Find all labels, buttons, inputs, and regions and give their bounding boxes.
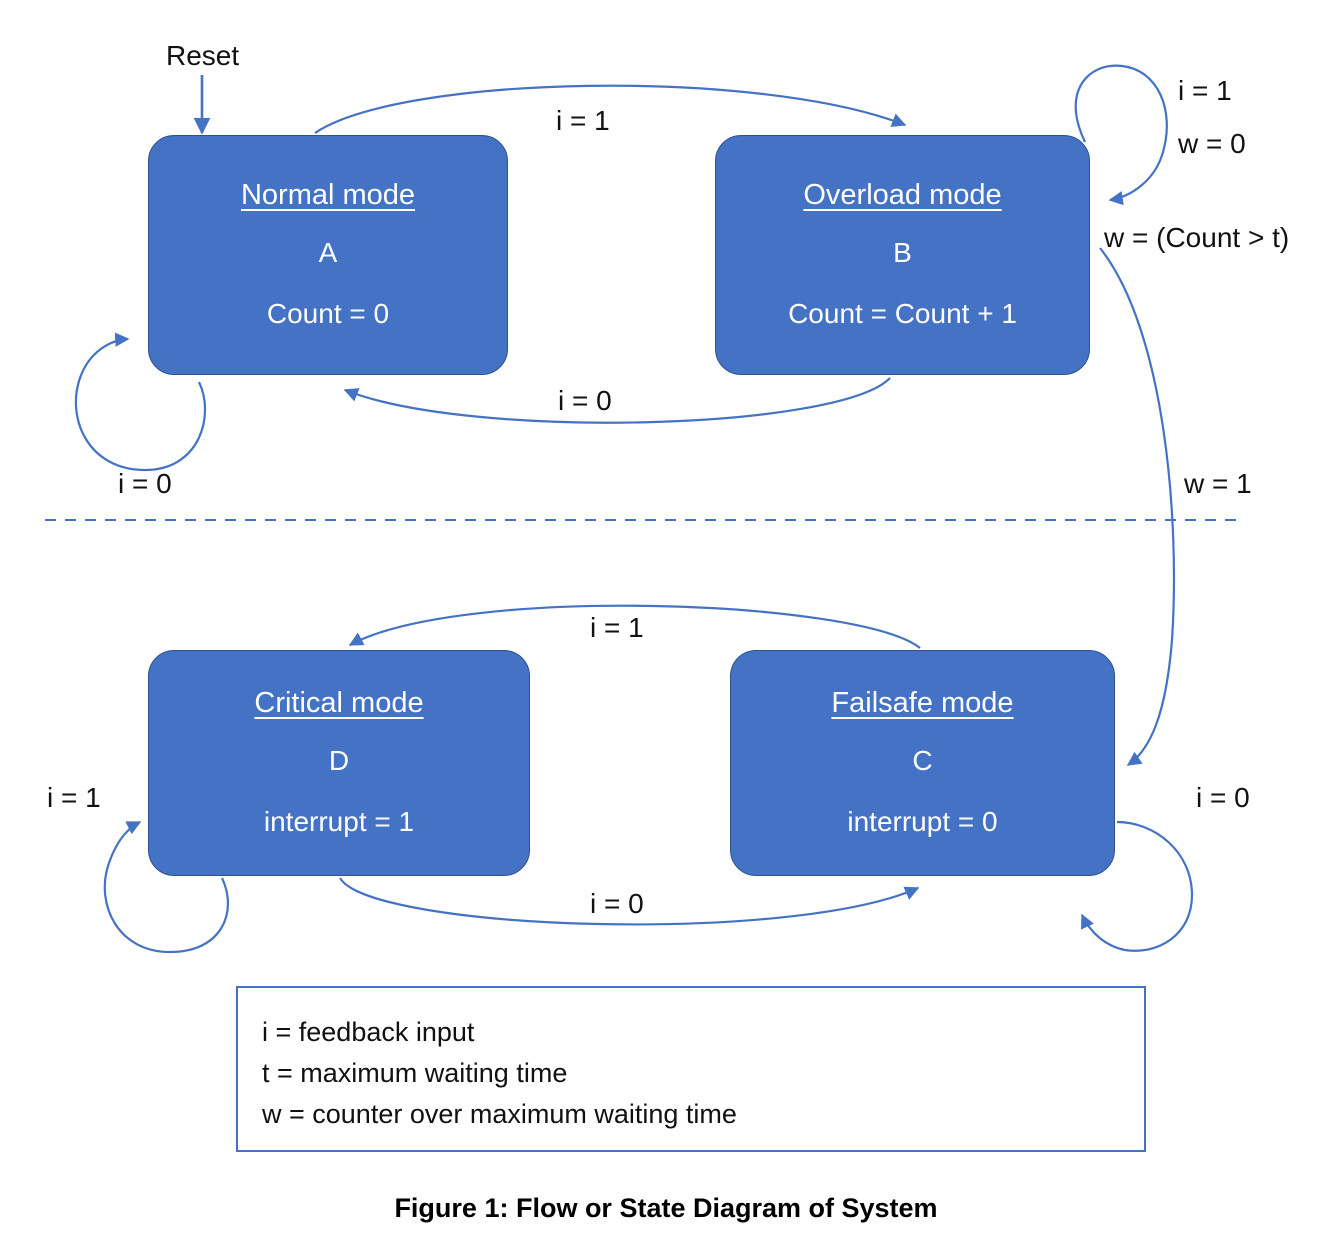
state-node-normal-mode[interactable]: Normal mode A Count = 0: [148, 135, 508, 375]
state-node-failsafe-mode[interactable]: Failsafe mode C interrupt = 0: [730, 650, 1115, 876]
legend-box: i = feedback input t = maximum waiting t…: [236, 986, 1146, 1152]
edge-label-b-to-a: i = 0: [558, 385, 612, 416]
state-action: interrupt = 0: [847, 805, 998, 837]
edge-label-reset: Reset: [166, 40, 240, 71]
edge-label-b-self-i: i = 1: [1178, 75, 1232, 106]
figure-caption: Figure 1: Flow or State Diagram of Syste…: [394, 1193, 938, 1223]
state-letter: C: [912, 745, 933, 777]
edge-label-c-to-d: i = 1: [590, 612, 644, 643]
edge-label-c-self: i = 0: [1196, 782, 1250, 813]
legend-line: w = counter over maximum waiting time: [262, 1099, 737, 1130]
state-action: Count = 0: [266, 297, 390, 329]
edge-label-b-to-c: w = 1: [1184, 468, 1252, 499]
state-title: Overload mode: [803, 179, 1002, 212]
edge-b-to-a: [343, 377, 891, 424]
state-letter: D: [328, 745, 350, 777]
legend-line: i = feedback input: [262, 1017, 475, 1047]
state-letter: A: [318, 237, 338, 269]
legend-line: t = maximum waiting time: [262, 1058, 568, 1089]
edge-label-d-to-c: i = 0: [590, 888, 644, 919]
state-action: interrupt = 1: [263, 805, 415, 837]
state-action: Count = Count + 1: [788, 297, 1017, 329]
state-title: Critical mode: [254, 687, 424, 720]
state-letter: B: [893, 237, 912, 269]
edge-label-b-condition: w = (Count > t): [1104, 222, 1290, 253]
edge-label-b-self-w: w = 0: [1178, 128, 1246, 159]
state-title: Failsafe mode: [831, 687, 1014, 720]
edge-label-a-self: i = 0: [118, 468, 172, 499]
edge-label-d-self: i = 1: [47, 782, 101, 813]
state-title: Normal mode: [240, 179, 416, 212]
state-node-critical-mode[interactable]: Critical mode D interrupt = 1: [148, 650, 530, 876]
edge-a-to-b: [314, 84, 907, 134]
edge-label-a-to-b: i = 1: [556, 105, 610, 136]
state-node-overload-mode[interactable]: Overload mode B Count = Count + 1: [715, 135, 1090, 375]
